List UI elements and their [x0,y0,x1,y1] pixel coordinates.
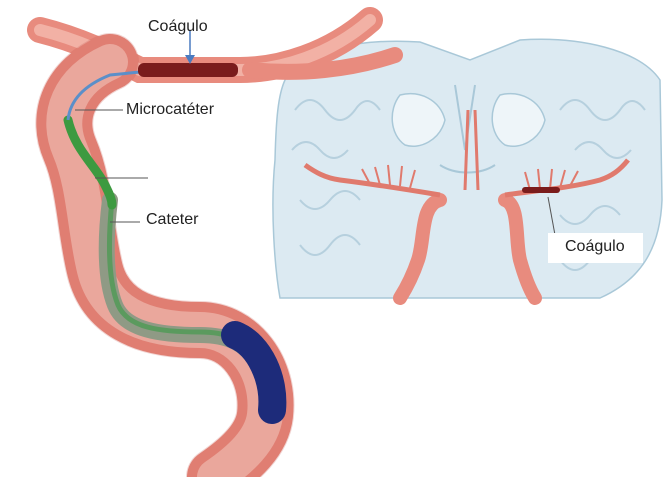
microcatheter-label: Microcatéter [126,101,214,119]
main-artery-edge [64,62,265,477]
clot-top-label: Coágulo [148,18,208,36]
brain-coronal-section [273,39,662,298]
clot-in-upper-artery [138,63,238,77]
clot-right-label: Coágulo [565,238,625,256]
catheter-label: Cateter [146,211,198,229]
clot-in-brain-artery [522,187,560,193]
